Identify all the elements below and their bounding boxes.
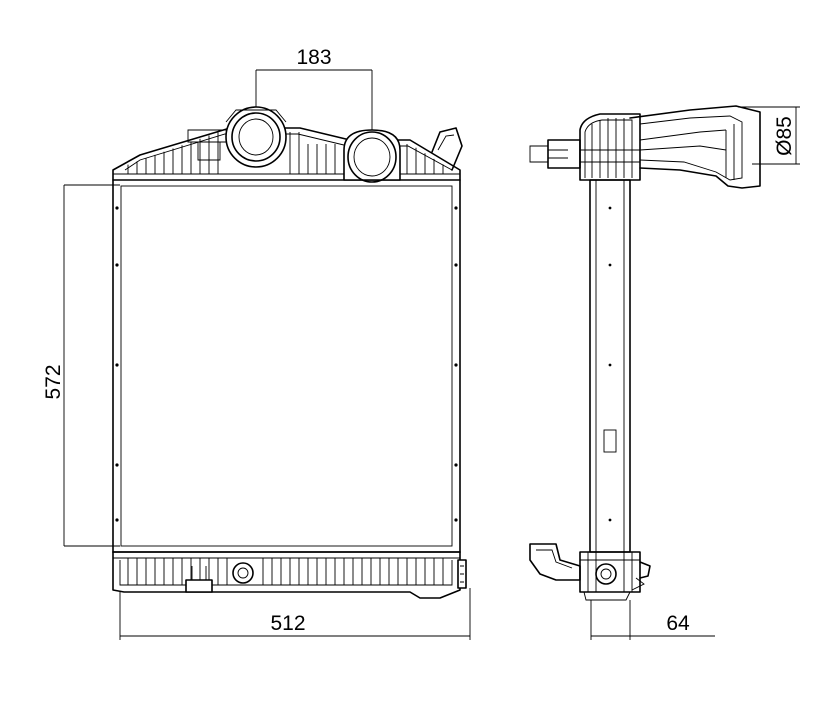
side-view: Ø85 6 [529, 105, 800, 640]
top-tank [112, 127, 463, 181]
label-side-depth: 64 [666, 612, 690, 635]
dimension-overall-width: 512 [119, 588, 471, 640]
side-outlet-duct [629, 105, 761, 189]
inlet-pipe [225, 106, 287, 168]
label-core-height: 572 [42, 364, 65, 399]
core-outer-frame [112, 179, 461, 553]
core-inner-frame [120, 185, 453, 547]
core-side-dots [115, 206, 458, 522]
side-core-dots [608, 206, 612, 522]
front-view: 183 572 512 [42, 46, 471, 640]
dimension-pipe-diameter: Ø85 [738, 106, 800, 165]
outlet-pipe [343, 129, 401, 183]
dimension-core-height: 572 [42, 184, 120, 547]
bottom-tank [112, 551, 467, 599]
label-pipe-spacing: 183 [296, 46, 331, 69]
dimension-side-depth: 64 [590, 600, 715, 640]
bottom-tank-ribs [127, 558, 444, 585]
label-pipe-diameter: Ø85 [773, 116, 796, 156]
side-top-header [529, 113, 641, 181]
label-overall-width: 512 [270, 612, 305, 635]
dimension-pipe-spacing: 183 [255, 46, 373, 130]
side-bottom-header [529, 543, 651, 601]
